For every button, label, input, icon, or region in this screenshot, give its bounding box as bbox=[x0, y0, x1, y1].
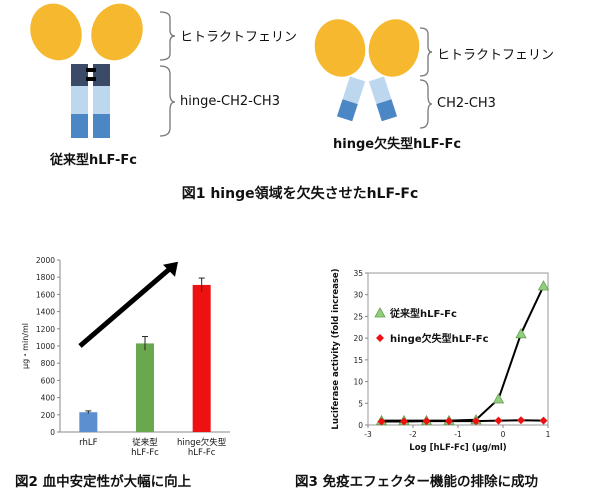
disulfide-bond-1 bbox=[86, 68, 96, 72]
left-hinge-1 bbox=[71, 64, 88, 86]
x-tick-label: -2 bbox=[409, 430, 417, 439]
y-tick-label: 30 bbox=[353, 291, 363, 300]
y-tick-label: 25 bbox=[353, 312, 363, 321]
left-fc-label: hinge-CH2-CH3 bbox=[180, 94, 280, 109]
right-lactoferrin-lobe-1 bbox=[314, 19, 366, 77]
legend-label: 従来型hLF-Fc bbox=[389, 307, 457, 320]
hinge-deleted-hlf-fc-molecule bbox=[314, 19, 420, 122]
bar bbox=[136, 343, 154, 432]
data-point-diamond bbox=[400, 417, 408, 426]
figure1-title: 図1 hinge領域を欠失させたhLF-Fc bbox=[181, 186, 419, 202]
y-tick-label: 0 bbox=[50, 428, 55, 437]
x-tick-label: -1 bbox=[454, 430, 462, 439]
y-tick-label: 2000 bbox=[36, 256, 55, 265]
legend-marker-diamond bbox=[376, 334, 384, 342]
y-tick-label: 1600 bbox=[36, 290, 55, 299]
y-axis-label: μg・min/ml bbox=[21, 323, 30, 369]
y-tick-label: 600 bbox=[41, 376, 56, 385]
y-tick-label: 35 bbox=[353, 269, 363, 278]
y-tick-label: 15 bbox=[353, 356, 363, 365]
data-point-triangle bbox=[492, 393, 505, 404]
x-axis-label: Log [hLF-Fc] (μg/ml) bbox=[409, 443, 507, 453]
legend-label: hinge欠失型hLF-Fc bbox=[390, 332, 489, 345]
right-brace-lactoferrin bbox=[419, 27, 433, 77]
right-brace-fc bbox=[419, 79, 433, 129]
y-tick-label: 200 bbox=[41, 411, 56, 420]
left-ch2-1 bbox=[71, 86, 88, 114]
trend-arrow-shaft bbox=[78, 264, 174, 348]
left-lactoferrin-lobe-2 bbox=[91, 3, 143, 61]
right-ch2-1 bbox=[342, 76, 366, 105]
figure3-caption: 図3 免疫エフェクター機能の排除に成功 bbox=[295, 474, 539, 490]
right-lactoferrin-lobe-2 bbox=[368, 19, 420, 77]
y-tick-label: 1400 bbox=[36, 308, 55, 317]
plot-frame bbox=[367, 272, 549, 426]
conventional-hlf-fc-molecule bbox=[30, 3, 143, 138]
left-lactoferrin-label: ヒトラクトフェリン bbox=[180, 30, 298, 45]
data-point-diamond bbox=[445, 417, 453, 426]
figure2-bar-chart: 0 200 400 600 800 1000 1200 1400 1600 1800 2000 μg・… bbox=[21, 256, 230, 458]
y-tick-label: 10 bbox=[353, 378, 363, 387]
left-brace-lactoferrin bbox=[159, 11, 176, 61]
y-tick-label: 5 bbox=[358, 399, 363, 408]
y-tick-label: 400 bbox=[41, 394, 56, 403]
figure2-caption: 図2 血中安定性が大幅に向上 bbox=[15, 474, 192, 490]
legend-marker-triangle bbox=[374, 307, 386, 318]
figure1-diagram bbox=[30, 3, 433, 138]
right-lactoferrin-label: ヒトラクトフェリン bbox=[437, 48, 555, 63]
y-tick-label: 1800 bbox=[36, 273, 55, 282]
y-axis-label: Luciferase activity (fold increase) bbox=[331, 268, 341, 429]
right-molecule-caption: hinge欠失型hLF-Fc bbox=[333, 137, 462, 152]
left-hinge-2 bbox=[93, 64, 110, 86]
data-point-diamond bbox=[517, 416, 525, 425]
left-ch3-1 bbox=[71, 114, 88, 138]
left-ch3-2 bbox=[93, 114, 110, 138]
y-tick-label: 1200 bbox=[36, 325, 55, 334]
x-tick-label: -3 bbox=[364, 430, 372, 439]
category-label: hLF-Fc bbox=[131, 448, 159, 458]
data-point-diamond bbox=[539, 416, 548, 425]
left-brace-fc bbox=[159, 65, 176, 137]
right-ch3-1 bbox=[336, 99, 358, 122]
x-tick-label: 1 bbox=[546, 430, 551, 439]
y-tick-label: 0 bbox=[358, 421, 363, 430]
category-label: 従来型 bbox=[132, 437, 158, 448]
data-point-diamond bbox=[472, 417, 480, 426]
category-label: hLF-Fc bbox=[188, 448, 216, 458]
trend-arrow-head bbox=[163, 261, 178, 277]
left-molecule-caption: 従来型hLF-Fc bbox=[50, 153, 138, 168]
bar bbox=[79, 412, 98, 432]
y-tick-label: 1000 bbox=[36, 342, 55, 351]
category-label: hinge欠失型 bbox=[177, 437, 227, 448]
left-ch2-2 bbox=[93, 86, 110, 114]
right-fc-label: CH2-CH3 bbox=[437, 96, 496, 111]
right-ch3-2 bbox=[376, 99, 398, 122]
y-tick-label: 20 bbox=[353, 334, 363, 343]
bar bbox=[192, 284, 211, 432]
right-ch2-2 bbox=[368, 76, 392, 105]
data-point-diamond bbox=[377, 417, 386, 426]
category-label: rhLF bbox=[79, 438, 97, 448]
series-line bbox=[381, 285, 545, 422]
data-point-diamond bbox=[422, 417, 431, 426]
left-lactoferrin-lobe-1 bbox=[30, 3, 82, 61]
y-tick-label: 800 bbox=[41, 359, 56, 368]
data-point-diamond bbox=[494, 416, 503, 425]
x-tick-label: 0 bbox=[501, 430, 506, 439]
disulfide-bond-2 bbox=[86, 77, 96, 81]
data-point-triangle bbox=[537, 280, 550, 291]
data-point-triangle bbox=[515, 327, 527, 339]
